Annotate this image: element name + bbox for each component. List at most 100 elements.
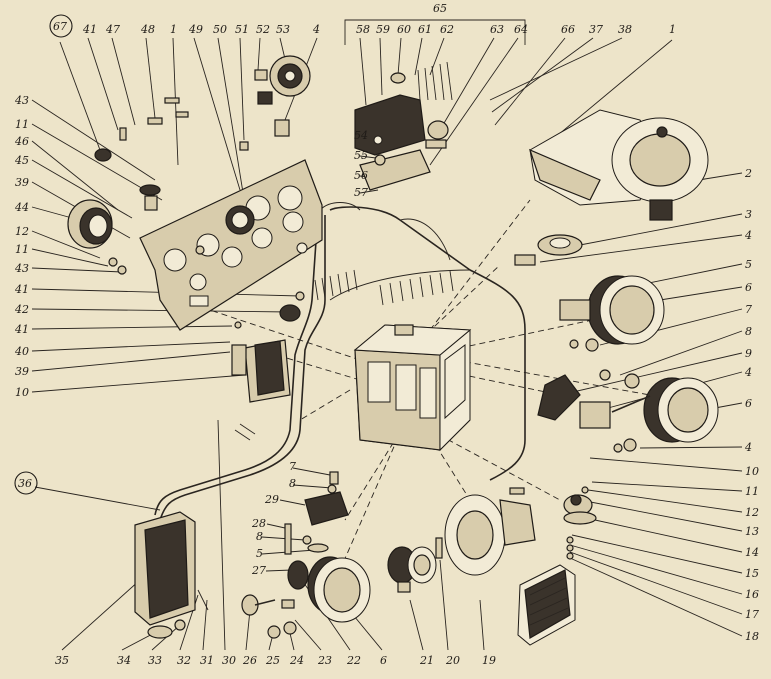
callout-number: 7 — [289, 460, 296, 473]
callout-c21: 21 — [419, 654, 434, 667]
callout-c48: 48 — [140, 23, 155, 36]
callout-number: 1 — [669, 23, 676, 36]
callout-c42: 42 — [14, 303, 29, 316]
callout-c41a: 41 — [82, 23, 97, 36]
callout-c45: 45 — [14, 154, 29, 167]
callout-c34: 34 — [117, 654, 131, 667]
callout-number: 14 — [745, 546, 759, 559]
callout-c59: 59 — [376, 23, 390, 36]
callout-c27: 27 — [251, 564, 266, 577]
callout-number: 5 — [745, 258, 752, 271]
heater-unit-1 — [529, 109, 709, 221]
callout-number: 11 — [15, 243, 29, 256]
callout-number: 46 — [14, 135, 29, 148]
callout-c11b: 11 — [15, 243, 29, 256]
callout-c26: 26 — [242, 654, 257, 667]
callout-number: 24 — [289, 654, 304, 667]
callout-number: 48 — [140, 23, 155, 36]
callout-c40: 40 — [14, 345, 29, 358]
callout-number: 67 — [53, 20, 67, 33]
callout-number: 17 — [745, 608, 759, 621]
callout-c39a: 39 — [15, 176, 29, 189]
callout-number: 4 — [744, 229, 752, 242]
callout-number: 16 — [745, 588, 759, 601]
callout-number: 32 — [177, 654, 191, 667]
callout-number: 10 — [15, 386, 29, 399]
callout-number: 41 — [14, 323, 29, 336]
callout-number: 8 — [289, 477, 296, 490]
callout-c50: 50 — [213, 23, 227, 36]
regulator-10 — [231, 339, 291, 403]
headlamp-6-upper — [559, 275, 665, 352]
callout-number: 36 — [18, 477, 32, 490]
callout-c52: 52 — [256, 23, 270, 36]
callout-number: 27 — [251, 564, 266, 577]
callout-c12a: 12 — [15, 225, 29, 238]
callout-c28: 28 — [251, 517, 266, 530]
callout-c32: 32 — [177, 654, 191, 667]
group-65-bracket — [344, 19, 526, 45]
callout-number: 5 — [256, 547, 263, 560]
callout-number: 61 — [418, 23, 432, 36]
callout-c6a: 6 — [745, 281, 752, 294]
callout-number: 4 — [312, 23, 320, 36]
callout-c8a: 8 — [745, 325, 752, 338]
callout-c8b: 8 — [289, 477, 296, 490]
callout-c22: 22 — [346, 654, 361, 667]
callout-number: 15 — [745, 567, 759, 580]
wiring-harness — [154, 202, 526, 521]
instrument-panel — [139, 159, 323, 331]
callout-c4c: 4 — [744, 366, 752, 379]
horn-53 — [239, 55, 311, 151]
callout-number: 65 — [433, 2, 447, 15]
callout-number: 66 — [561, 23, 575, 36]
lower-parts — [241, 471, 349, 639]
callout-number: 38 — [618, 23, 632, 36]
callout-number: 23 — [317, 654, 332, 667]
callout-number: 30 — [222, 654, 236, 667]
callout-c19: 19 — [482, 654, 496, 667]
callout-c44: 44 — [14, 201, 29, 214]
callout-c7b: 7 — [289, 460, 296, 473]
callout-c18: 18 — [745, 630, 759, 643]
callout-number: 40 — [14, 345, 29, 358]
callout-number: 19 — [482, 654, 496, 667]
callout-c56: 56 — [354, 169, 368, 182]
callout-number: 43 — [14, 94, 29, 107]
headlamp-6-right — [537, 369, 719, 453]
callout-number: 50 — [213, 23, 227, 36]
callout-c58: 58 — [356, 23, 370, 36]
callout-c5b: 5 — [256, 547, 263, 560]
callout-c5a: 5 — [745, 258, 752, 271]
relay-21 — [387, 537, 443, 593]
callout-c16: 16 — [745, 588, 759, 601]
callout-number: 20 — [445, 654, 460, 667]
callout-number: 7 — [745, 303, 752, 316]
callout-c6b: 6 — [745, 397, 752, 410]
callout-number: 21 — [419, 654, 434, 667]
callout-c14: 14 — [745, 546, 759, 559]
callout-number: 57 — [354, 186, 368, 199]
callout-c11a: 11 — [15, 118, 29, 131]
callout-number: 54 — [354, 129, 368, 142]
callout-c60: 60 — [397, 23, 411, 36]
callout-c3: 3 — [745, 208, 752, 221]
callout-c66: 66 — [561, 23, 575, 36]
callout-c8c: 8 — [256, 530, 263, 543]
callout-c57: 57 — [354, 186, 368, 199]
callout-number: 28 — [251, 517, 266, 530]
callout-number: 12 — [745, 506, 759, 519]
callout-number: 56 — [354, 169, 368, 182]
callout-number: 25 — [265, 654, 280, 667]
callout-c51: 51 — [235, 23, 249, 36]
tractor-cab — [353, 324, 472, 452]
heater-core — [517, 564, 576, 646]
callout-number: 39 — [15, 365, 29, 378]
callout-number: 6 — [745, 281, 752, 294]
callout-c20: 20 — [445, 654, 460, 667]
callout-c7a: 7 — [745, 303, 752, 316]
callout-c63: 63 — [490, 23, 504, 36]
callout-number: 34 — [117, 654, 131, 667]
